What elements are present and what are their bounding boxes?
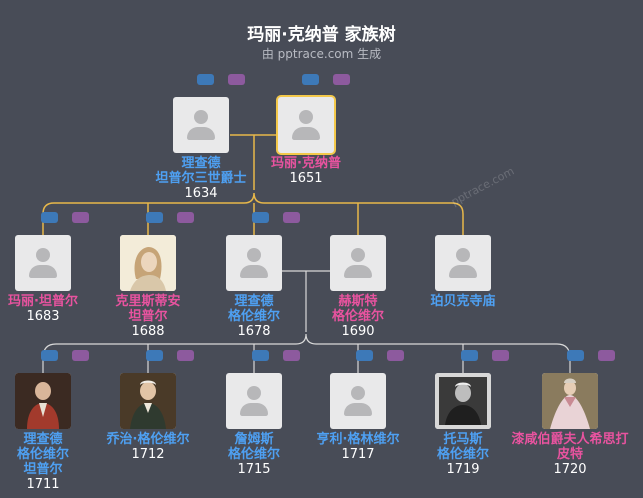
birth-year: 1634 <box>184 186 218 201</box>
person-card-selected[interactable]: 玛丽·克纳普 1651 <box>246 97 366 187</box>
birth-year: 1690 <box>341 324 375 339</box>
expand-parents-badge[interactable] <box>283 350 300 361</box>
person-name: 理查德格伦维尔 <box>227 294 280 324</box>
person-name: 亨利·格林维尔 <box>316 432 400 447</box>
person-name: 理查德格伦维尔坦普尔 <box>16 432 69 477</box>
birth-year: 1712 <box>131 447 165 462</box>
person-name: 赫斯特格伦维尔 <box>331 294 384 324</box>
page-title: 玛丽·克纳普 家族树 <box>247 25 396 45</box>
expand-parents-badge[interactable] <box>356 350 373 361</box>
expand-parents-badge[interactable] <box>72 350 89 361</box>
avatar-placeholder <box>330 373 386 429</box>
expand-parents-badge[interactable] <box>146 350 163 361</box>
expand-parents-badge[interactable] <box>492 350 509 361</box>
expand-parents-badge[interactable] <box>177 350 194 361</box>
person-name: 漆咸伯爵夫人希思打皮特 <box>511 432 629 462</box>
person-name: 珀贝克寺庙 <box>430 294 496 309</box>
person-card[interactable]: 乔治·格伦维尔 1712 <box>88 373 208 463</box>
avatar-portrait <box>120 235 176 291</box>
avatar-portrait <box>542 373 598 429</box>
person-card[interactable]: 漆咸伯爵夫人希思打皮特 1720 <box>510 373 630 478</box>
birth-year: 1715 <box>237 462 271 477</box>
birth-year: 1678 <box>237 324 271 339</box>
birth-year: 1719 <box>446 462 480 477</box>
grandchildren-bus <box>42 333 571 374</box>
birth-year: 1651 <box>289 171 323 186</box>
expand-parents-badge[interactable] <box>252 212 269 223</box>
avatar-placeholder <box>435 235 491 291</box>
avatar-placeholder <box>226 373 282 429</box>
expand-parents-badge[interactable] <box>461 350 478 361</box>
person-card[interactable]: 詹姆斯格伦维尔 1715 <box>194 373 314 478</box>
expand-parents-badge[interactable] <box>41 350 58 361</box>
person-name: 玛丽·克纳普 <box>271 156 341 171</box>
person-card[interactable]: 珀贝克寺庙 <box>403 235 523 309</box>
person-card[interactable]: 理查德坦普尔三世爵士 1634 <box>141 97 261 202</box>
birth-year: 1688 <box>131 324 165 339</box>
person-name: 玛丽·坦普尔 <box>8 294 78 309</box>
birth-year: 1711 <box>26 477 60 492</box>
children-bus <box>42 192 464 236</box>
person-card[interactable]: 玛丽·坦普尔 1683 <box>0 235 103 325</box>
person-card[interactable]: 理查德格伦维尔坦普尔 1711 <box>0 373 103 493</box>
person-name: 克里斯蒂安坦普尔 <box>115 294 181 324</box>
expand-parents-badge[interactable] <box>302 74 319 85</box>
avatar-portrait <box>435 373 491 429</box>
person-card[interactable]: 理查德格伦维尔 1678 <box>194 235 314 340</box>
expand-parents-badge[interactable] <box>72 212 89 223</box>
person-name: 理查德坦普尔三世爵士 <box>155 156 247 186</box>
birth-year: 1683 <box>26 309 60 324</box>
person-card[interactable]: 亨利·格林维尔 1717 <box>298 373 418 463</box>
person-name: 乔治·格伦维尔 <box>106 432 190 447</box>
expand-parents-badge[interactable] <box>197 74 214 85</box>
person-card[interactable]: 赫斯特格伦维尔 1690 <box>298 235 418 340</box>
expand-parents-badge[interactable] <box>41 212 58 223</box>
avatar-portrait <box>120 373 176 429</box>
expand-parents-badge[interactable] <box>177 212 194 223</box>
person-card[interactable]: 克里斯蒂安坦普尔 1688 <box>88 235 208 340</box>
expand-parents-badge[interactable] <box>598 350 615 361</box>
person-card[interactable]: 托马斯格伦维尔 1719 <box>403 373 523 478</box>
expand-parents-badge[interactable] <box>283 212 300 223</box>
expand-parents-badge[interactable] <box>387 350 404 361</box>
avatar-placeholder <box>278 97 334 153</box>
page-subtitle: 由 pptrace.com 生成 <box>261 47 382 61</box>
expand-parents-badge[interactable] <box>252 350 269 361</box>
avatar-placeholder <box>15 235 71 291</box>
expand-parents-badge[interactable] <box>567 350 584 361</box>
person-name: 詹姆斯格伦维尔 <box>227 432 280 462</box>
birth-year: 1717 <box>341 447 375 462</box>
avatar-placeholder <box>173 97 229 153</box>
expand-parents-badge[interactable] <box>146 212 163 223</box>
avatar-placeholder <box>226 235 282 291</box>
expand-parents-badge[interactable] <box>228 74 245 85</box>
person-name: 托马斯格伦维尔 <box>436 432 489 462</box>
expand-parents-badge[interactable] <box>333 74 350 85</box>
avatar-portrait <box>15 373 71 429</box>
birth-year: 1720 <box>553 462 587 477</box>
avatar-placeholder <box>330 235 386 291</box>
